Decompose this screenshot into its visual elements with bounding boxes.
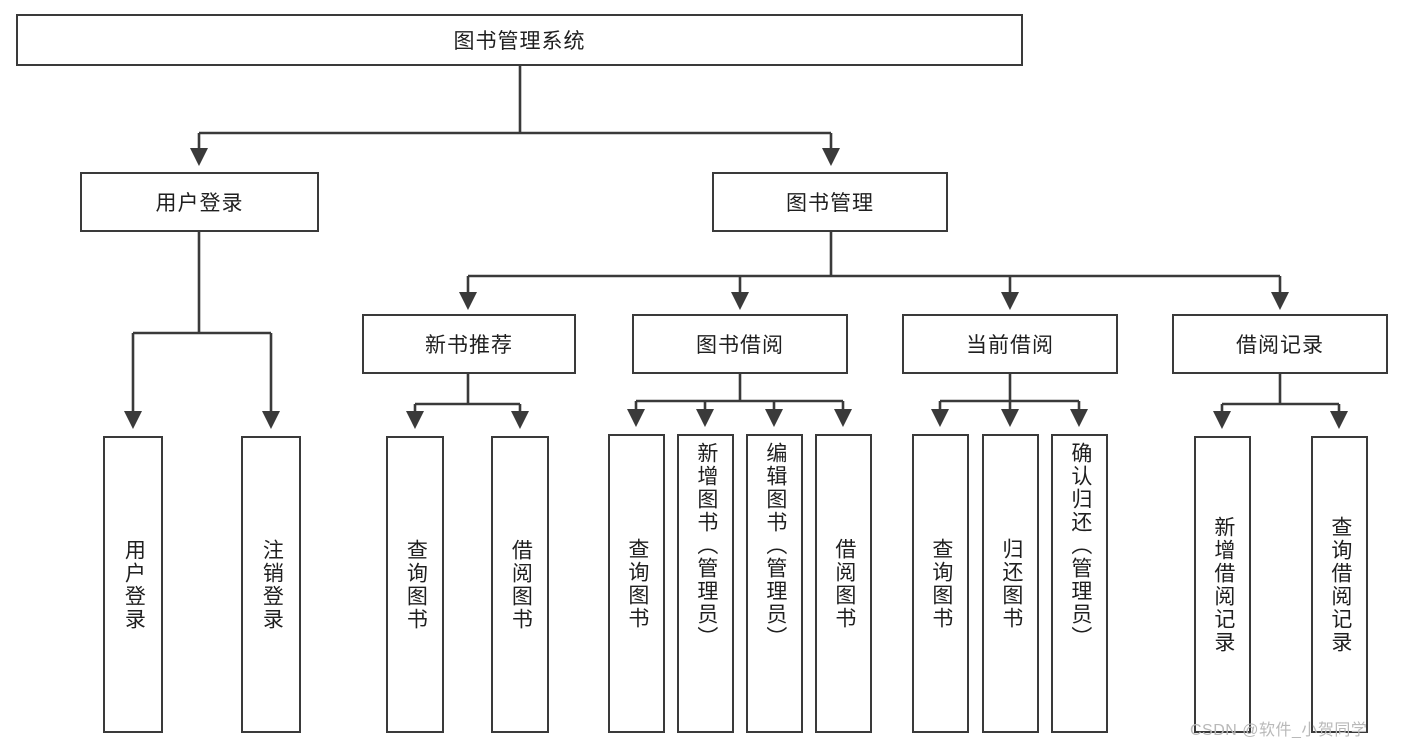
- leaf-query-book-current-label: 查询图书: [929, 537, 953, 630]
- leaf-query-borrow-record[interactable]: 查询借阅记录: [1311, 436, 1368, 733]
- leaf-user-login-label: 用户登录: [122, 538, 146, 631]
- watermark-text: CSDN @软件_小贺同学: [1190, 722, 1368, 739]
- leaf-add-borrow-record[interactable]: 新增借阅记录: [1194, 436, 1251, 733]
- leaf-query-book-recommend[interactable]: 查询图书: [386, 436, 444, 733]
- node-book-manage[interactable]: 图书管理: [712, 172, 948, 232]
- node-borrow-record[interactable]: 借阅记录: [1172, 314, 1388, 374]
- leaf-borrow-book-recommend[interactable]: 借阅图书: [491, 436, 549, 733]
- leaf-confirm-return[interactable]: 确认归还（管理员）: [1051, 434, 1108, 733]
- leaf-borrow-book-recommend-label: 借阅图书: [509, 538, 533, 631]
- node-book-borrow[interactable]: 图书借阅: [632, 314, 848, 374]
- node-borrow-record-label: 借阅记录: [1236, 334, 1324, 357]
- node-current-borrow[interactable]: 当前借阅: [902, 314, 1118, 374]
- leaf-query-book-borrow-label: 查询图书: [625, 537, 649, 630]
- node-user-login[interactable]: 用户登录: [80, 172, 319, 232]
- leaf-edit-book-label: 编辑图书（管理员）: [763, 442, 787, 649]
- node-current-borrow-label: 当前借阅: [966, 334, 1054, 357]
- leaf-add-borrow-record-label: 新增借阅记录: [1211, 515, 1235, 654]
- leaf-user-login[interactable]: 用户登录: [103, 436, 163, 733]
- leaf-query-borrow-record-label: 查询借阅记录: [1328, 515, 1352, 654]
- leaf-query-book-current[interactable]: 查询图书: [912, 434, 969, 733]
- leaf-return-book-label: 归还图书: [999, 537, 1023, 630]
- leaf-query-book-borrow[interactable]: 查询图书: [608, 434, 665, 733]
- leaf-edit-book[interactable]: 编辑图书（管理员）: [746, 434, 803, 733]
- leaf-logout-label: 注销登录: [260, 538, 284, 631]
- leaf-query-book-recommend-label: 查询图书: [404, 538, 428, 631]
- leaf-borrow-book-borrow[interactable]: 借阅图书: [815, 434, 872, 733]
- node-book-manage-label: 图书管理: [786, 192, 874, 215]
- leaf-return-book[interactable]: 归还图书: [982, 434, 1039, 733]
- leaf-add-book-label: 新增图书（管理员）: [694, 442, 718, 649]
- node-book-borrow-label: 图书借阅: [696, 334, 784, 357]
- node-user-login-label: 用户登录: [155, 192, 244, 215]
- node-new-book-recommend-label: 新书推荐: [425, 334, 513, 357]
- leaf-borrow-book-borrow-label: 借阅图书: [832, 537, 856, 630]
- leaf-logout[interactable]: 注销登录: [241, 436, 301, 733]
- node-root[interactable]: 图书管理系统: [16, 14, 1023, 66]
- leaf-confirm-return-label: 确认归还（管理员）: [1068, 442, 1092, 649]
- leaf-add-book[interactable]: 新增图书（管理员）: [677, 434, 734, 733]
- node-root-label: 图书管理系统: [453, 30, 586, 53]
- node-new-book-recommend[interactable]: 新书推荐: [362, 314, 576, 374]
